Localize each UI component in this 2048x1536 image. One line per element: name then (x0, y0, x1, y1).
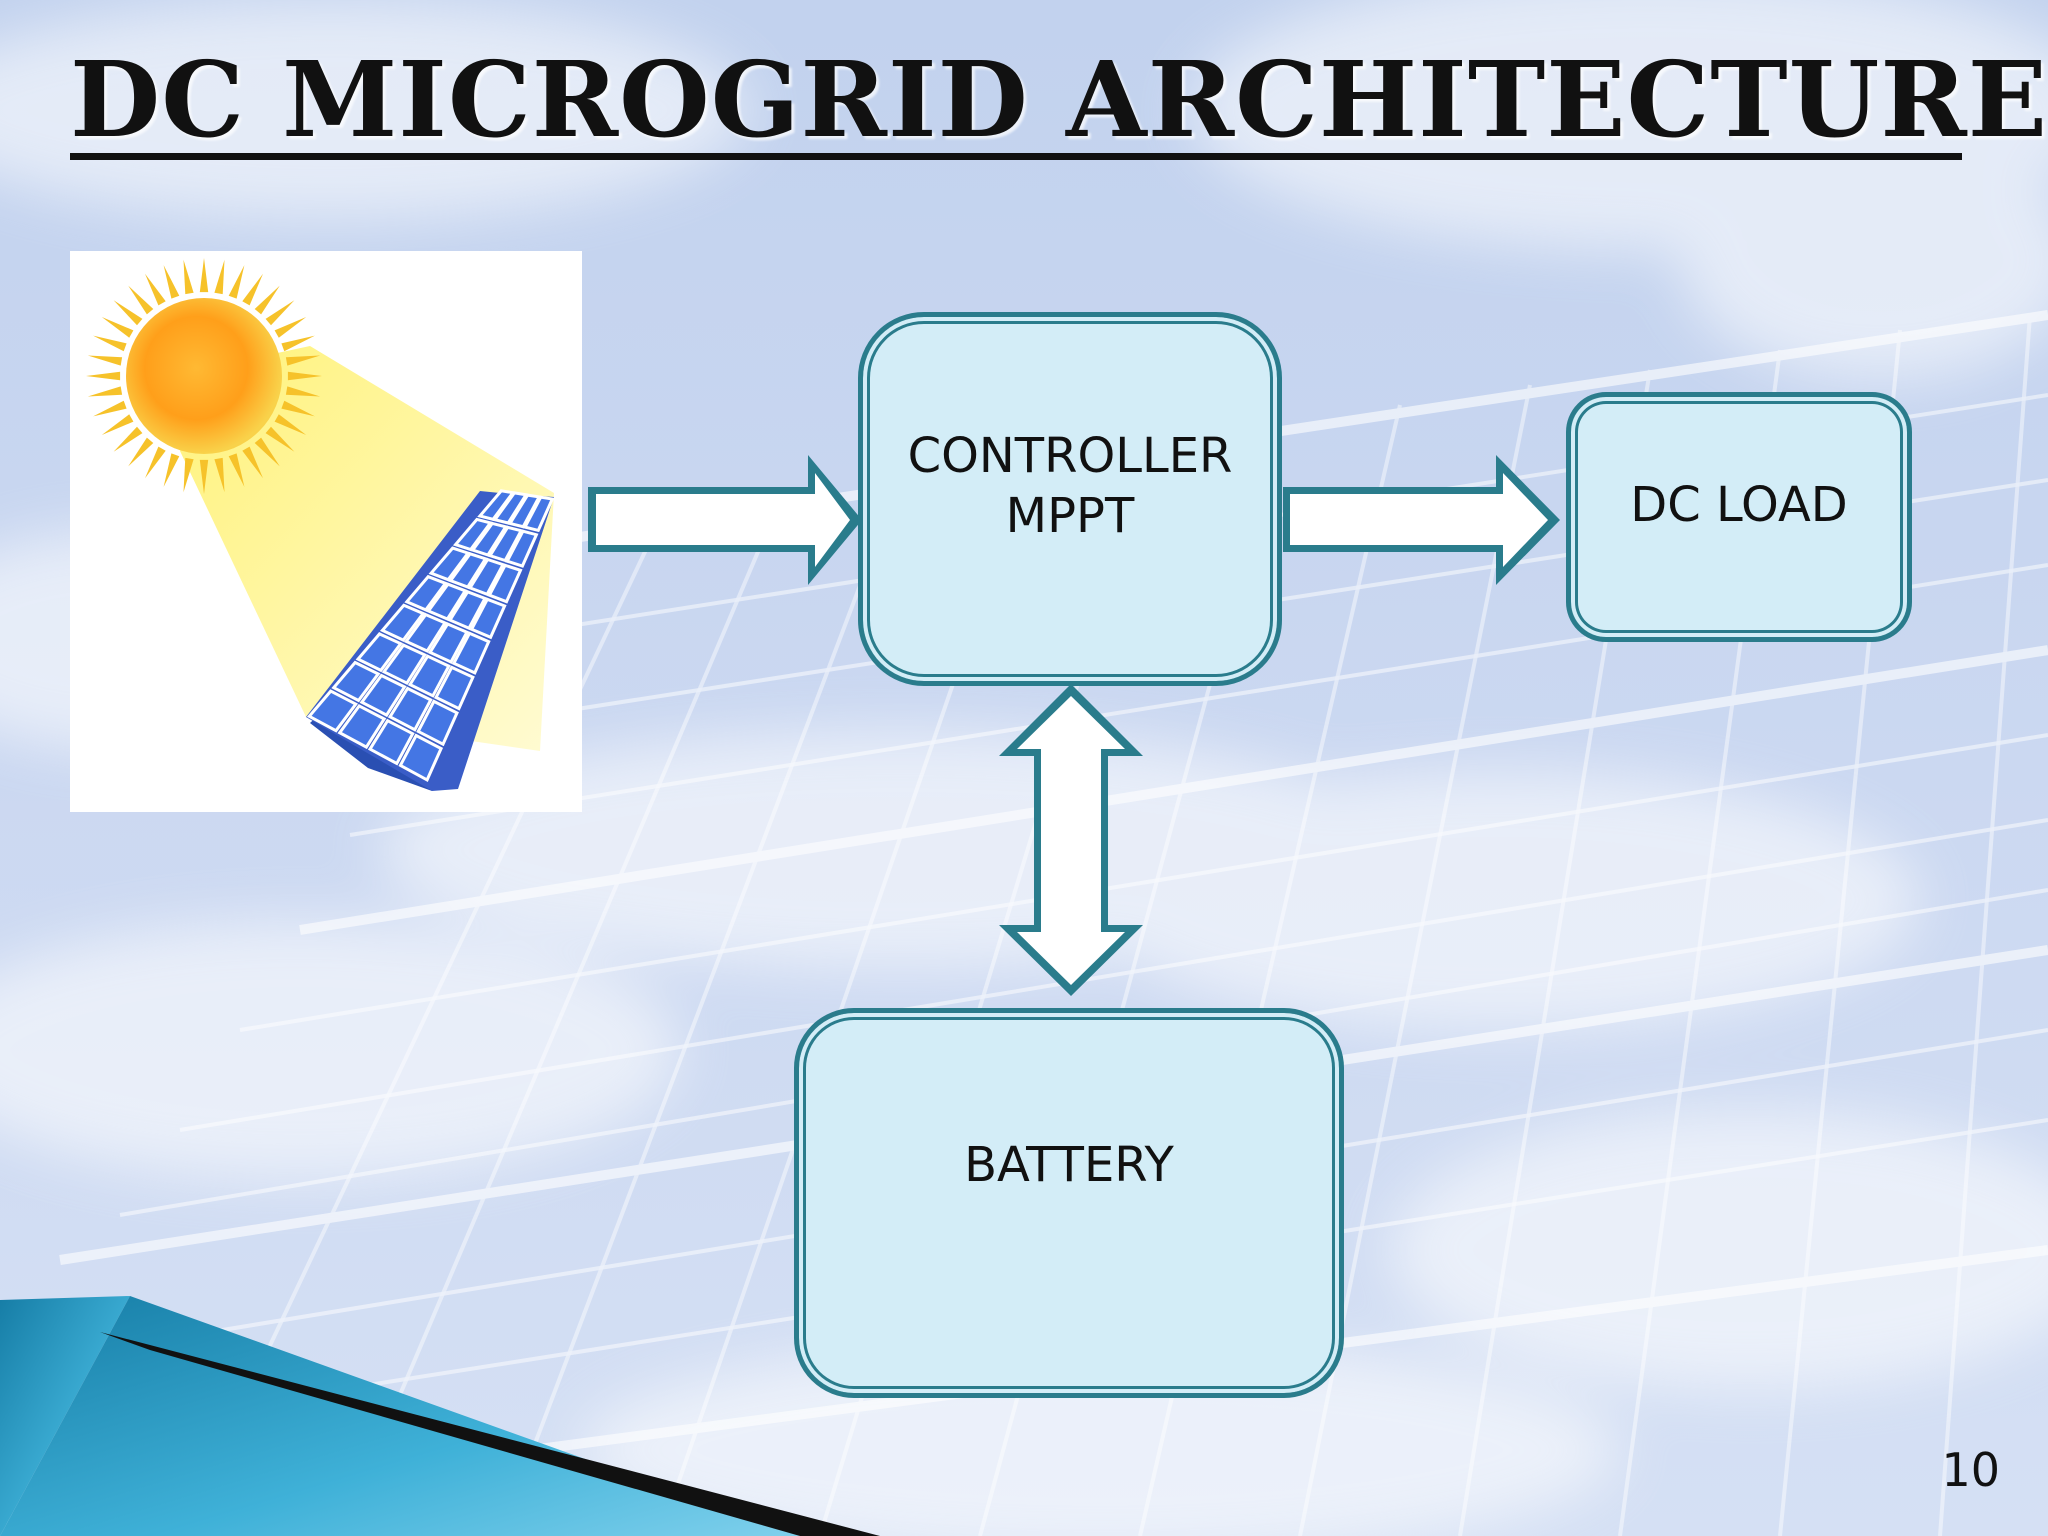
slide-number: 10 (1941, 1443, 2000, 1497)
panel-cell (451, 631, 491, 675)
sun-ray (287, 371, 322, 381)
sun-ray (228, 265, 245, 299)
sun-ray (87, 355, 123, 366)
sun-ray (281, 335, 315, 352)
sun-ray (93, 400, 127, 417)
sun-ray (183, 457, 194, 493)
block-arrow-up-down-icon (999, 684, 1143, 996)
sun-ray (145, 273, 166, 306)
panel-cell (306, 689, 359, 733)
battery-block-label: BATTERY (964, 1137, 1174, 1193)
sun-ray (285, 355, 321, 366)
sun-ray (274, 414, 307, 435)
sun-ray (254, 437, 280, 467)
panel-cell (507, 493, 542, 529)
sun-ray (265, 426, 295, 452)
sun-ray (199, 258, 209, 293)
panel-cell (433, 665, 475, 711)
block-arrow-right-icon (588, 455, 862, 585)
sun-ray (163, 453, 180, 487)
dc-load-block-label: DC LOAD (1630, 477, 1848, 533)
sun-ray (281, 400, 315, 417)
sun-ray (113, 426, 143, 452)
sun-ray (163, 265, 180, 299)
panel-cell (492, 491, 529, 525)
panel-cell (470, 521, 509, 557)
panel-cell (407, 654, 451, 698)
sun-ray (265, 300, 295, 326)
panel-cell (403, 612, 448, 653)
sun-ray (113, 300, 143, 326)
sun-ray (87, 386, 123, 397)
controller-block-sublabel: MPPT (1005, 488, 1135, 544)
sun-ray (128, 285, 154, 315)
panel-cell (467, 557, 506, 597)
controller-mppt-block: CONTROLLER MPPT (858, 312, 1282, 686)
panel-cell (337, 703, 387, 750)
panel-cell (398, 733, 444, 782)
sun-ray (145, 446, 166, 479)
panel-cell (487, 525, 524, 563)
panel-cell (379, 603, 426, 642)
panel-cell (359, 673, 407, 718)
panel-cell (381, 643, 427, 686)
sun-ray (242, 446, 263, 479)
panel-cell (416, 699, 459, 747)
sun-ray (128, 437, 154, 467)
sun-ray (86, 371, 121, 381)
sun-ray (101, 317, 134, 338)
panel-cell (387, 686, 433, 732)
panel-cell (452, 517, 493, 552)
panel-cell (426, 582, 468, 621)
panel-cell (469, 597, 507, 640)
solar-panel-with-sun-icon (70, 251, 582, 812)
sun-ray (101, 414, 134, 435)
sun-ray (228, 453, 245, 487)
dc-load-block: DC LOAD (1566, 392, 1912, 642)
slide-title: DC MICROGRID ARCHITECTURE (70, 38, 2048, 161)
panel-cell (428, 546, 471, 582)
battery-block: BATTERY (794, 1008, 1344, 1398)
sun-ray (199, 459, 209, 494)
panel-cell (404, 574, 448, 612)
panel-cell (447, 589, 488, 631)
panel-cell (367, 718, 415, 766)
sun-ray (274, 317, 307, 338)
sun-ray (214, 457, 225, 493)
sun-ray (183, 259, 194, 295)
panel-cell (505, 529, 539, 568)
sun-ray (214, 259, 225, 295)
panel-cell (477, 489, 516, 521)
panel-cell (487, 563, 523, 604)
panel-cell (448, 552, 488, 589)
panel-cell (427, 622, 469, 664)
sun-ray (285, 386, 321, 397)
title-underline (70, 153, 1962, 160)
controller-block-label: CONTROLLER (907, 428, 1233, 484)
sun-ray (254, 285, 280, 315)
panel-cell (355, 632, 404, 673)
panel-cell (331, 660, 381, 703)
panel-cell (522, 495, 555, 533)
sun-ray (242, 273, 263, 306)
block-arrow-right-icon (1283, 455, 1560, 585)
sun-ray (93, 335, 127, 352)
